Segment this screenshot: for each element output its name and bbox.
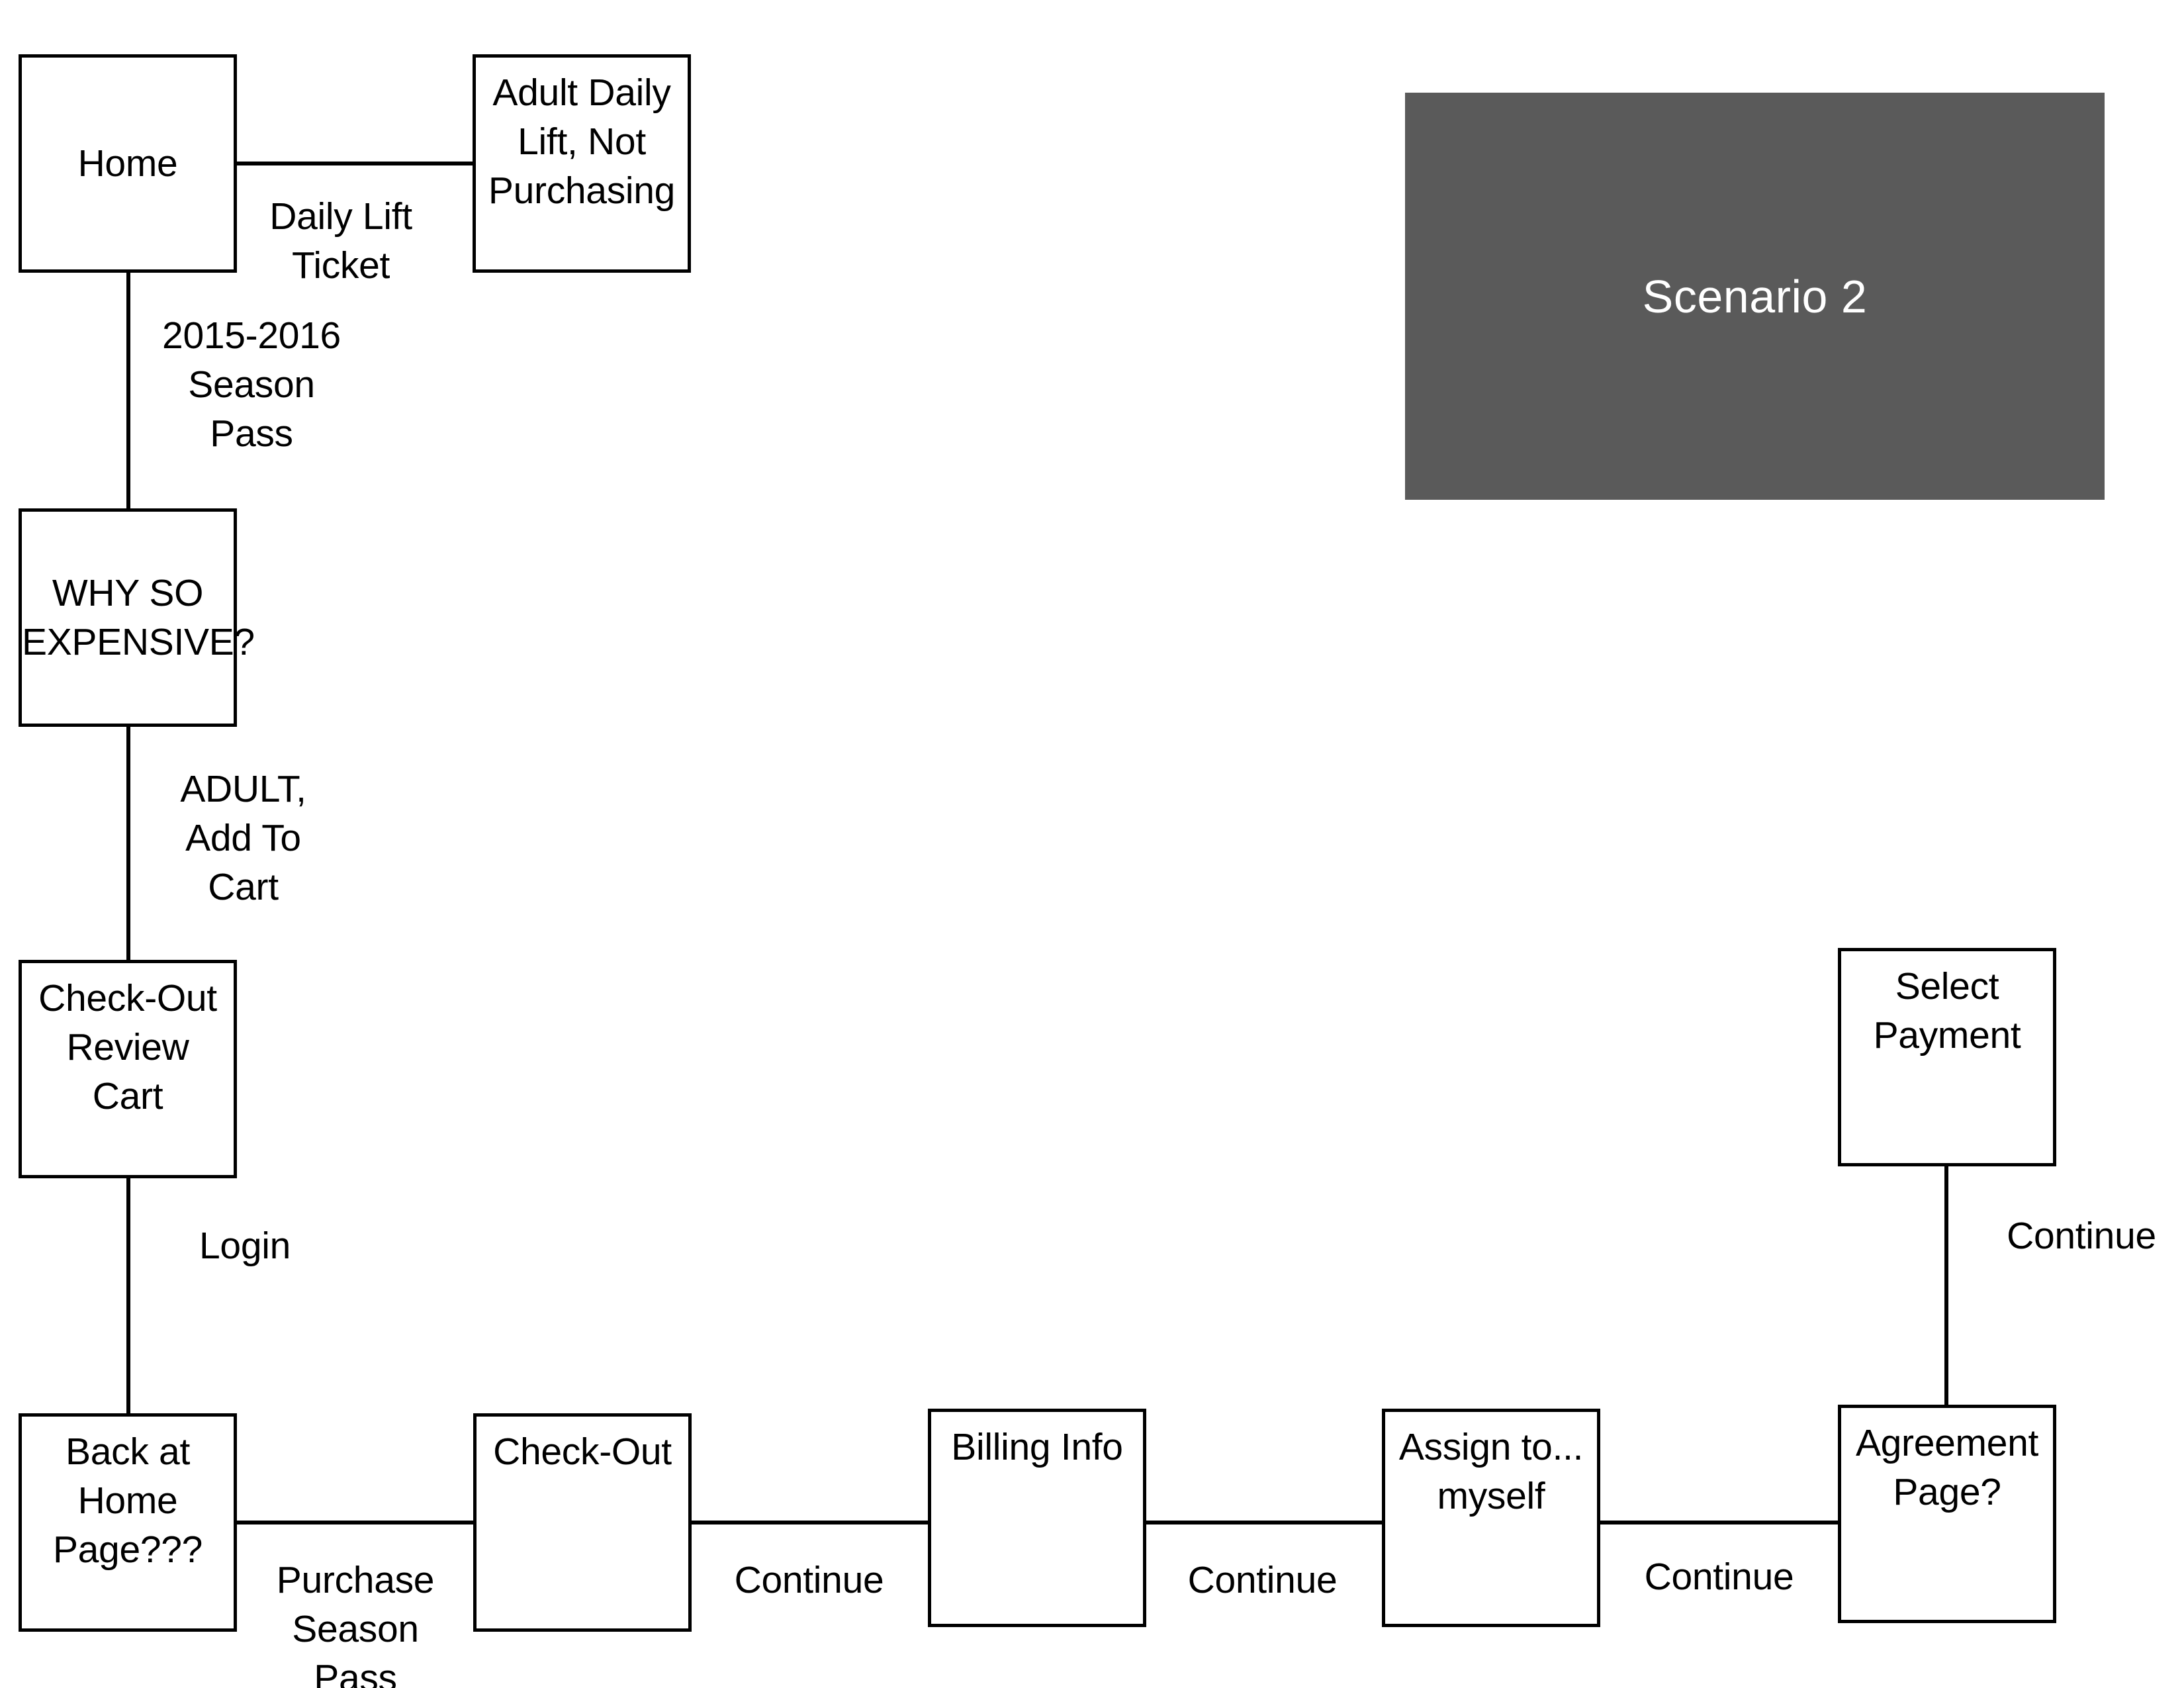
edge-assign-to-myself-to-agreement-page xyxy=(1595,1521,1841,1524)
node-agreement-page[interactable]: Agreement Page? xyxy=(1838,1405,2056,1623)
edge-billing-info-to-assign-to-myself xyxy=(1142,1521,1385,1524)
node-back-at-home-page[interactable]: Back at Home Page??? xyxy=(19,1413,237,1632)
edge-label-adult-add-to-cart: ADULT, Add To Cart xyxy=(180,768,306,909)
edge-label-continue-assign-agreement: Continue xyxy=(1644,1556,1794,1598)
node-back-at-home-page-label: Back at Home Page??? xyxy=(52,1430,203,1571)
edge-label-purchase-season-pass: Purchase Season Pass xyxy=(276,1559,435,1688)
node-select-payment[interactable]: Select Payment xyxy=(1838,948,2056,1166)
edge-select-payment-to-agreement-page xyxy=(1944,1162,1948,1408)
edge-label-continue-checkout-billing: Continue xyxy=(734,1559,884,1601)
edge-check-out-to-billing-info xyxy=(687,1521,931,1524)
edge-home-to-adult-daily-lift xyxy=(234,162,476,165)
node-home[interactable]: Home xyxy=(19,54,237,273)
edge-back-at-home-page-to-check-out xyxy=(234,1521,477,1524)
edge-label-continue-select-payment: Continue xyxy=(2007,1215,2156,1257)
edge-why-so-expensive-to-checkout-review-cart xyxy=(126,722,130,963)
scenario-banner: Scenario 2 xyxy=(1405,93,2105,500)
node-adult-daily-lift[interactable]: Adult Daily Lift, Not Purchasing xyxy=(473,54,691,273)
node-assign-to-myself[interactable]: Assign to... myself xyxy=(1382,1409,1600,1627)
node-check-out[interactable]: Check-Out xyxy=(473,1413,692,1632)
node-billing-info[interactable]: Billing Info xyxy=(928,1409,1146,1627)
edge-label-continue-billing-assign: Continue xyxy=(1187,1559,1338,1601)
node-assign-to-myself-label: Assign to... myself xyxy=(1398,1426,1584,1518)
node-select-payment-label: Select Payment xyxy=(1873,965,2021,1057)
node-agreement-page-label: Agreement Page? xyxy=(1855,1422,2039,1514)
edge-label-season-pass: 2015-2016 Season Pass xyxy=(162,314,341,455)
node-check-out-label: Check-Out xyxy=(493,1430,672,1473)
node-billing-info-label: Billing Info xyxy=(951,1426,1123,1468)
node-why-so-expensive[interactable]: WHY SO EXPENSIVE? xyxy=(19,508,255,727)
edge-home-to-why-so-expensive xyxy=(126,268,130,512)
edge-label-login: Login xyxy=(199,1225,291,1267)
edge-label-daily-lift-ticket: Daily Lift Ticket xyxy=(269,195,412,287)
node-adult-daily-lift-label: Adult Daily Lift, Not Purchasing xyxy=(488,71,676,212)
node-why-so-expensive-label: WHY SO EXPENSIVE? xyxy=(22,571,255,663)
scenario-banner-label: Scenario 2 xyxy=(1642,270,1868,322)
edge-checkout-review-cart-to-back-at-home-page xyxy=(126,1174,130,1417)
node-home-label: Home xyxy=(77,142,178,185)
node-checkout-review-cart-label: Check-Out Review Cart xyxy=(38,977,217,1118)
node-checkout-review-cart[interactable]: Check-Out Review Cart xyxy=(19,960,237,1178)
